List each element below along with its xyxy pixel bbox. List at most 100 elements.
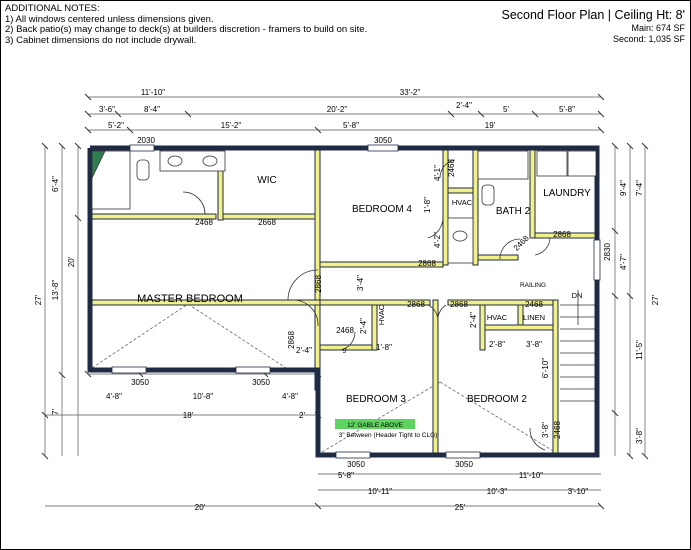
dim-top-1: 11'-10"	[141, 88, 165, 97]
room-bedroom-4: BEDROOM 4	[352, 204, 412, 215]
railing-label: RAILING	[520, 282, 546, 289]
plan-title: Second Floor Plan | Ceiling Ht: 8'	[501, 8, 685, 22]
room-master-bedroom: MASTER BEDROOM	[137, 293, 243, 305]
dim-top-6: 2'-4"	[456, 101, 472, 110]
window-3050-master-right: 3050	[252, 378, 270, 387]
door-2468-bed4: 2468	[447, 159, 456, 177]
door-2668-wic: 2668	[258, 218, 276, 227]
additional-notes: ADDITIONAL NOTES: 1) All windows centere…	[5, 3, 368, 46]
dim-right-1: 7'-4"	[635, 180, 644, 196]
dim-left-4: 27'	[34, 294, 43, 305]
dim-int-3: 4'-2"	[433, 232, 442, 248]
notes-heading: ADDITIONAL NOTES:	[5, 3, 100, 14]
door-2868-master: 2868	[314, 275, 323, 293]
dim-bot-7: 11'-10"	[519, 471, 543, 480]
room-bedroom-2: BEDROOM 2	[467, 394, 527, 405]
gable-label: 12' GABLE ABOVE	[347, 422, 403, 429]
dim-bot-8: 10'-11"	[368, 487, 392, 496]
dim-bot-9: 10'-3"	[487, 487, 508, 496]
dim-int-4: 3'-4"	[356, 275, 365, 291]
gable-note: 3" Between (Header Tight to CLG)	[339, 432, 438, 439]
gable-label-bg	[335, 419, 415, 429]
door-2468-linen: 2468	[525, 300, 543, 309]
window-2830: 2830	[603, 243, 612, 261]
dim-int-13: 3'-8"	[541, 422, 550, 438]
dim-left-2: 20'	[67, 256, 76, 267]
door-2868-bed3: 2868	[407, 300, 425, 309]
dim-top-8: 5'-8"	[559, 105, 575, 114]
hvac-bed3-label: HVAC	[377, 304, 386, 325]
dim-top-2: 33'-2"	[400, 88, 421, 97]
door-2868-master-2: 2868	[287, 331, 296, 349]
dim-bot-5: 2'	[299, 411, 305, 420]
dim-bot-4: 18'	[183, 411, 194, 420]
stair	[560, 290, 598, 402]
dim-int-10: 2'-8"	[489, 340, 505, 349]
window-3050-master-left: 3050	[131, 378, 149, 387]
door-2868-bed2: 2868	[450, 300, 468, 309]
dim-int-12: 6'-10"	[541, 358, 550, 379]
dim-int-1: 4'-1"	[433, 165, 442, 181]
dim-top-7: 5'	[503, 105, 509, 114]
dim-bot-3: 4'-8"	[282, 392, 298, 401]
dim-right-4: 27'	[651, 294, 660, 305]
dim-right-3: 4'-7"	[619, 254, 628, 270]
toilet	[136, 159, 150, 181]
dim-right-6: 3'-8"	[635, 428, 644, 444]
dim-bot-6: 5'-8"	[338, 471, 354, 480]
window-3050-top: 3050	[374, 136, 392, 145]
fixtures	[91, 150, 597, 264]
window-marks	[111, 144, 601, 459]
linen-label: LINEN	[523, 313, 545, 322]
dim-top-9: 5'-2"	[108, 121, 124, 130]
dim-int-7: 5'	[343, 348, 348, 355]
dim-bot-11: 20'	[195, 503, 206, 512]
dim-int-6: 1'-8"	[376, 343, 392, 352]
door-swings	[182, 159, 551, 451]
dim-int-5: 2'-4"	[359, 318, 368, 334]
dimension-labels: 11'-10" 33'-2" 3'-6" 8'-4" 20'-2" 2'-4" …	[34, 88, 660, 512]
note-3: 3) Cabinet dimensions do not include dry…	[5, 34, 197, 46]
dim-left-1: 6'-4"	[51, 176, 60, 192]
dimension-lines	[41, 93, 649, 510]
dim-right-5: 11'-5"	[635, 340, 644, 360]
dim-top-10: 15'-2"	[221, 121, 242, 130]
hvac-bath-label: HVAC	[452, 198, 473, 207]
dim-right-2: 9'-4"	[619, 180, 628, 196]
dim-top-5: 20'-2"	[327, 105, 348, 114]
dim-bot-12: 25'	[455, 503, 466, 512]
tub	[477, 150, 529, 180]
dim-top-11: 5'-8"	[343, 121, 359, 130]
dim-top-12: 19'	[485, 121, 496, 130]
dim-top-4: 8'-4"	[144, 105, 160, 114]
gable-lines	[91, 303, 556, 453]
door-2468-closet-b3: 2468	[336, 326, 354, 335]
door-2468-wic: 2468	[195, 218, 213, 227]
door-2468-bath2: 2468	[512, 233, 531, 252]
dim-left-5: 7'	[51, 409, 60, 415]
hvac-hall-label: HVAC	[487, 313, 508, 322]
window-3050-bed3: 3050	[347, 460, 365, 469]
dim-int-2: 1'-8"	[423, 197, 432, 213]
second-sf: Second: 1,035 SF	[612, 34, 685, 44]
dim-left-3: 13'-8"	[51, 280, 60, 301]
dim-bot-2: 10'-8"	[193, 392, 214, 401]
door-2468-bed2-closet: 2468	[553, 421, 562, 439]
stair-down-label: DN	[572, 291, 583, 300]
room-bedroom-3: BEDROOM 3	[346, 394, 406, 405]
dim-int-8: 2'-4"	[296, 346, 312, 355]
dim-top-3: 3'-6"	[99, 105, 115, 114]
shower-marker	[91, 150, 106, 179]
dim-bot-1: 4'-8"	[106, 392, 122, 401]
dim-int-11: 3'-8"	[526, 340, 542, 349]
door-2868-bed4: 2868	[418, 259, 436, 268]
room-wic: WIC	[257, 175, 276, 186]
dim-bot-10: 3'-10"	[568, 487, 589, 496]
window-3050-bed2: 3050	[455, 460, 473, 469]
note-1: 1) All windows centered unless dimension…	[5, 13, 214, 25]
room-bath-2: BATH 2	[496, 206, 531, 217]
main-sf: Main: 674 SF	[631, 23, 685, 33]
note-2: 2) Back patio(s) may change to deck(s) a…	[5, 24, 368, 35]
title-block: Second Floor Plan | Ceiling Ht: 8' Main:…	[501, 8, 685, 45]
